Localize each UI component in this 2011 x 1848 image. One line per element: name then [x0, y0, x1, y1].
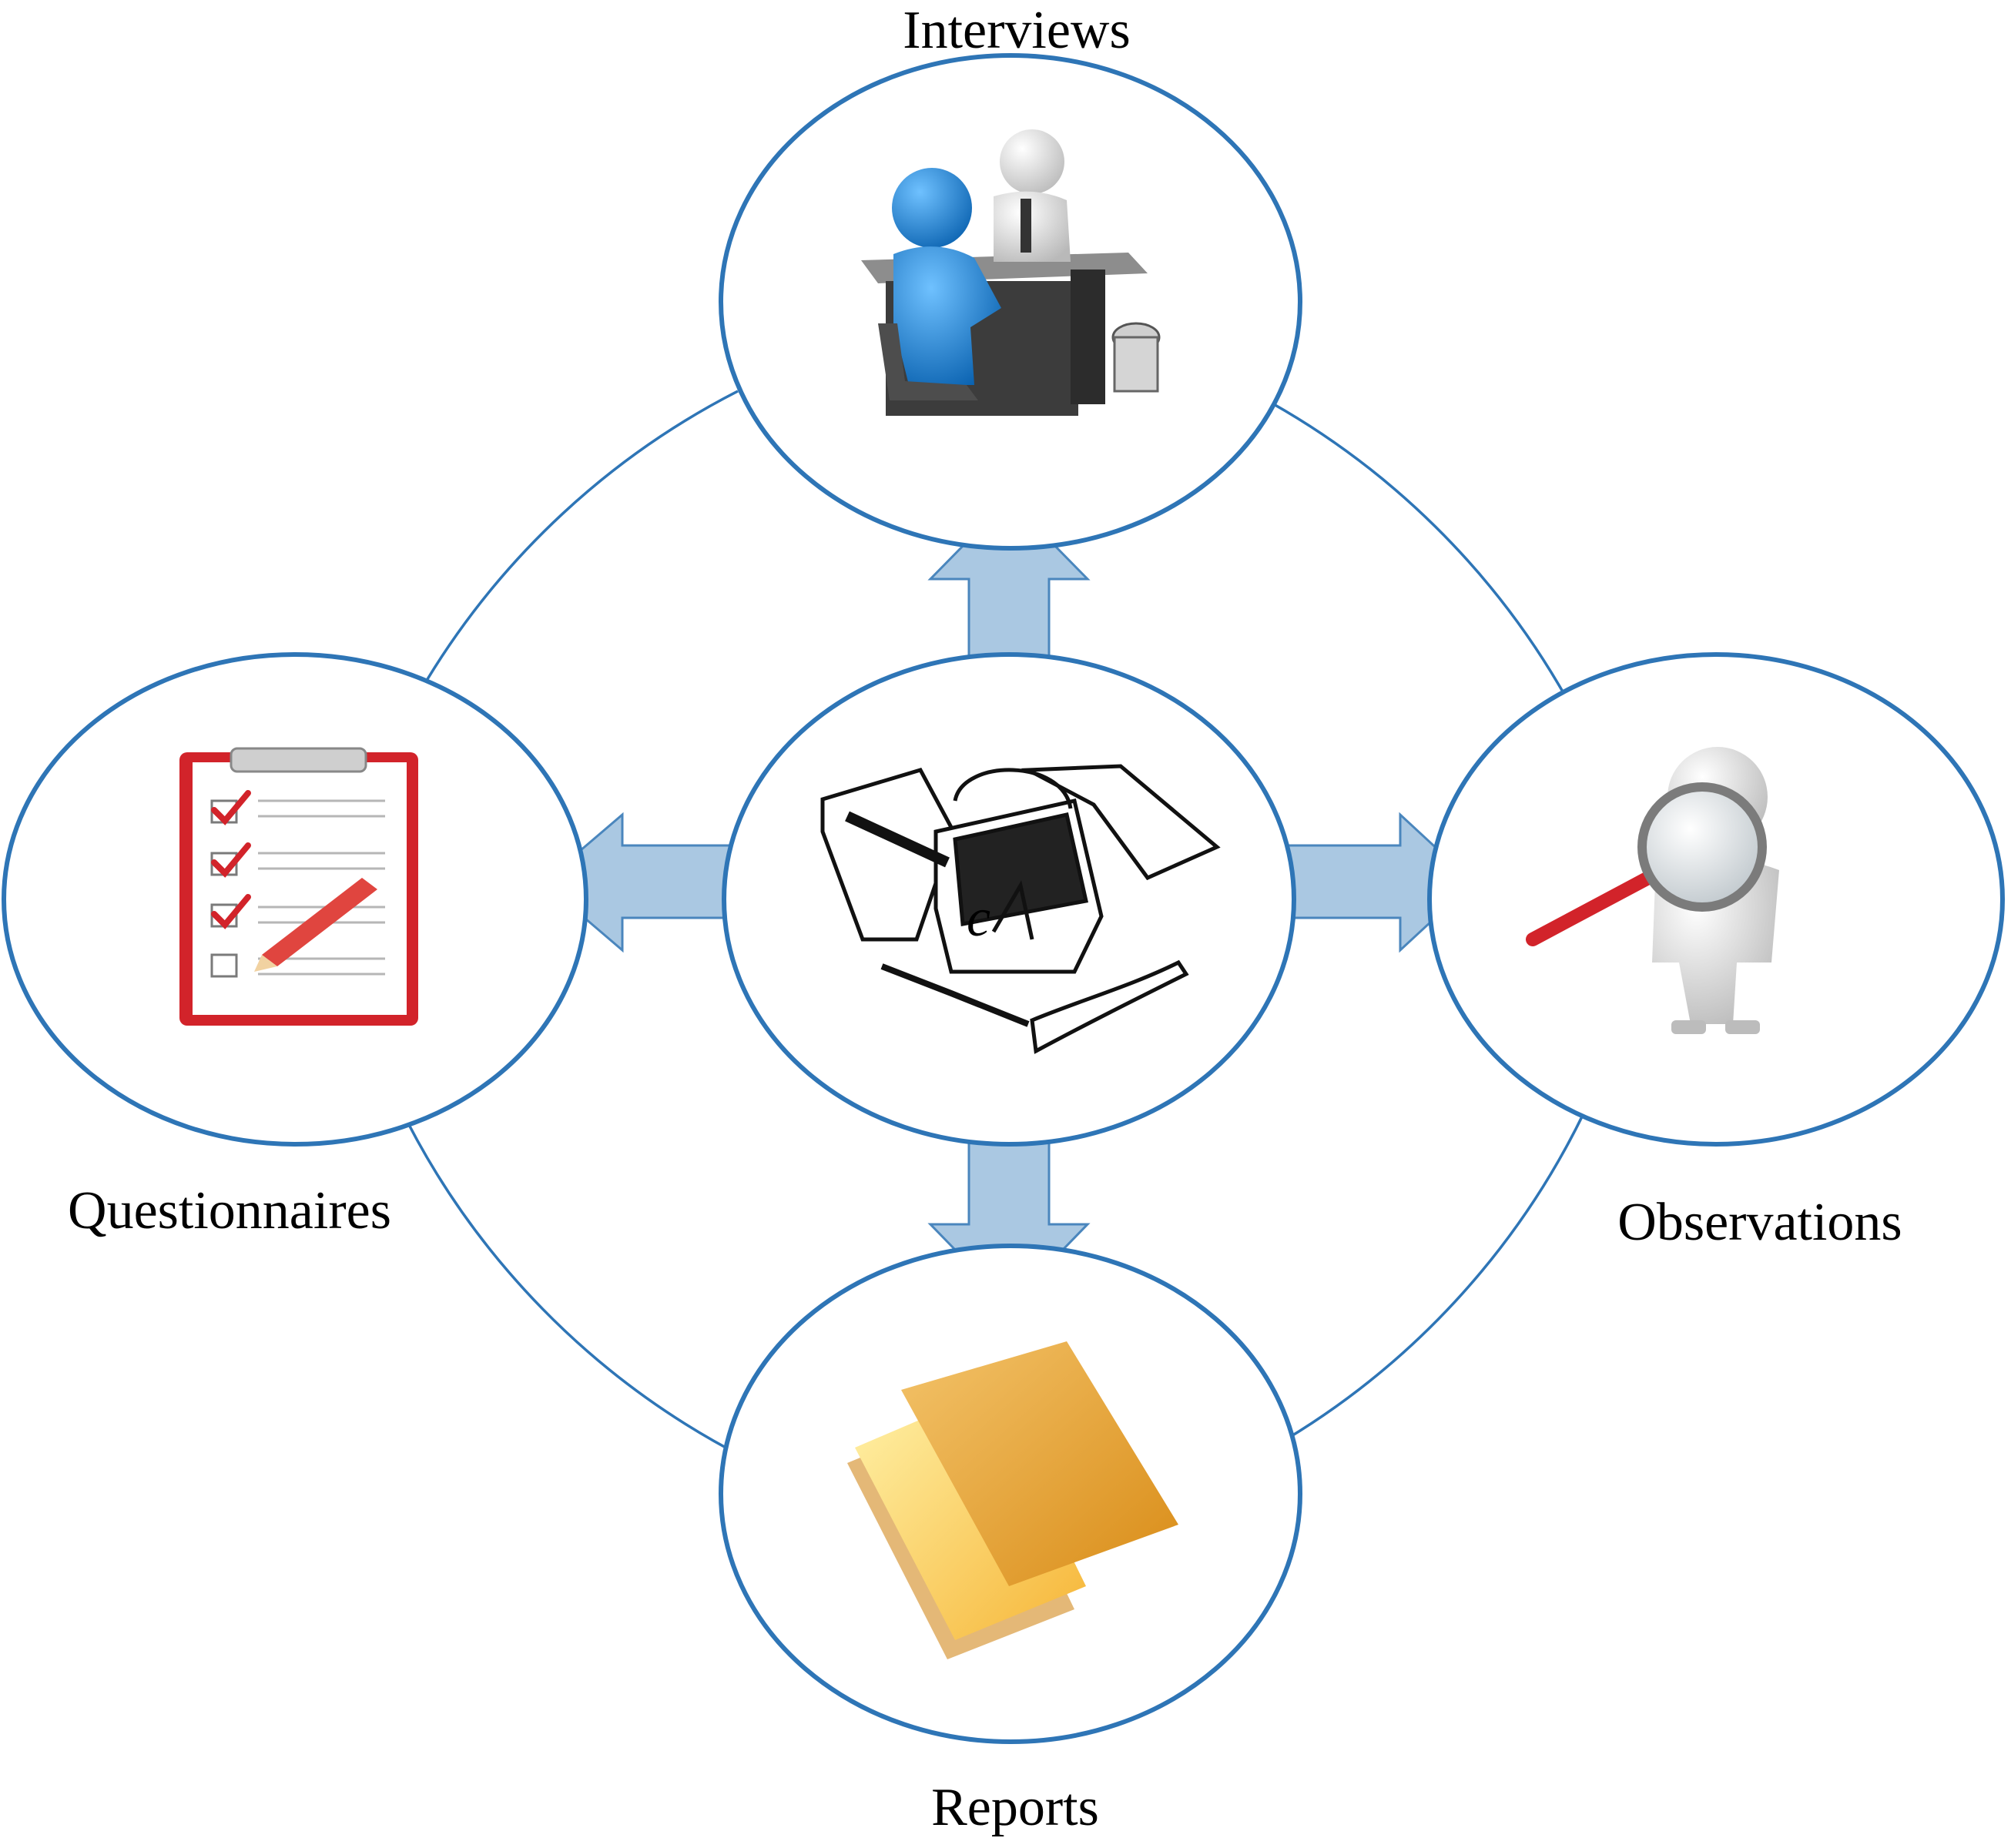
- reports-node: [719, 1244, 1302, 1744]
- label-observations: Observations: [1617, 1193, 1902, 1252]
- center-node: c: [722, 652, 1296, 1147]
- arc-top-left: [426, 390, 739, 680]
- clipboard-checklist-icon: [179, 747, 418, 1026]
- magnifying-glass-person-icon: [1526, 747, 1779, 1034]
- interview-desk-icon: [861, 129, 1161, 416]
- label-reports: Reports: [931, 1778, 1099, 1837]
- label-questionnaires: Questionnaires: [68, 1181, 391, 1240]
- observations-node: [1427, 652, 2005, 1147]
- documents-stack-icon: [847, 1341, 1178, 1659]
- connector-arcs: [397, 390, 1587, 1458]
- interviews-node: [719, 53, 1302, 551]
- svg-text:c: c: [967, 889, 990, 948]
- arc-bottom-right: [1274, 1110, 1587, 1448]
- arc-bottom-left: [397, 1104, 744, 1458]
- arc-top-right: [1266, 399, 1565, 694]
- label-interviews: Interviews: [903, 1, 1130, 60]
- toolbox-icon: c: [820, 764, 1221, 1054]
- questionnaires-node: [2, 652, 588, 1147]
